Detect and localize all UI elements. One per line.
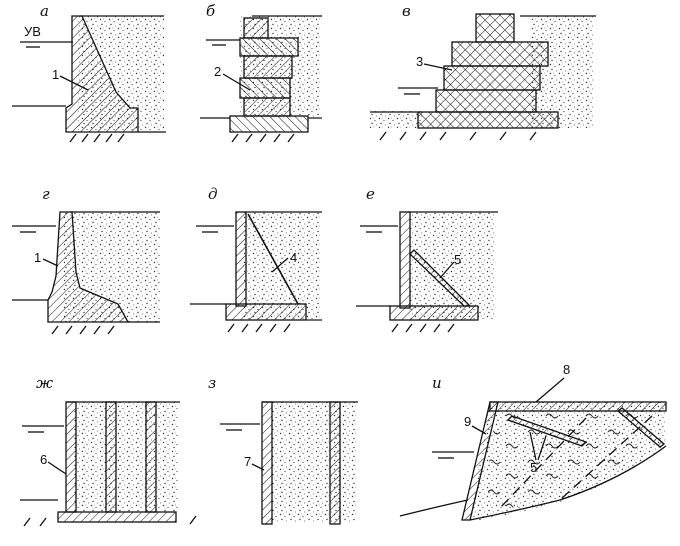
panel-label-i: и [432,374,442,392]
crib-block-3 [443,65,541,91]
panel-label-b: б [206,2,216,20]
panel-e: е 5 [356,185,498,333]
callout-3: 3 [416,54,423,69]
ground-hatching [51,325,115,335]
panel-z: з 7 [208,374,358,525]
block-course-2 [243,55,293,79]
callout-leader [251,463,265,471]
panel-v: в 3 [370,2,596,141]
raking-pile-5 [506,415,588,447]
callout-9: 9 [464,414,471,429]
raking-pile [616,407,666,448]
inner-pile-wall [105,401,117,513]
foundation-slab-e [389,305,479,321]
sheet-pile-wall-7 [261,401,273,525]
backfill-soil-z [272,402,356,522]
panel-label-d: д [208,185,218,203]
callout-leader [222,73,251,91]
callout-leader [471,425,487,435]
ground-hatching [391,323,455,333]
callout-leader [537,435,547,461]
panel-label-a: а [40,2,49,20]
sheet-pile-wall-6 [65,401,77,513]
ground-hatching [227,323,291,333]
block-course [239,37,299,57]
foundation-slab [229,115,309,133]
anchor-pile-wall [329,401,341,525]
crib-block [417,111,559,129]
callout-leader [42,258,59,267]
ground-hatching [231,133,295,143]
callout-7: 7 [244,454,251,469]
callout-5: 5 [454,252,461,267]
callout-1: 1 [34,250,41,265]
wall-face-e [399,211,411,309]
panel-i: и 8 9 5 [399,362,667,521]
callout-1: 1 [52,67,59,82]
callout-leader [439,261,455,279]
panel-label-zh: ж [36,374,53,392]
panel-d: д 4 [190,185,322,333]
relieving-platform-8 [489,401,667,412]
panel-zh: ж 6 [20,374,197,527]
water-level-label: УВ [24,24,41,39]
callout-leader [47,461,67,475]
crib-block [475,13,515,43]
slip-surface-line [497,417,587,511]
foundation-slab-d [225,303,307,321]
ground-hatching [69,133,125,143]
crib-block [451,41,549,67]
panel-b: б 2 [200,2,322,143]
callout-8: 8 [563,362,570,377]
callout-6: 6 [40,452,47,467]
crib-block [435,89,537,113]
block-course [243,17,269,39]
block-course [243,97,291,117]
panel-label-g: г [42,185,50,203]
wall-face-d [235,211,247,307]
front-berm-soil [370,110,424,128]
foundation-slab-zh [57,511,177,523]
callout-leader [423,63,453,71]
callout-4: 4 [290,250,297,265]
anchor-tie-4 [247,213,299,305]
panel-a: а УВ 1 [12,2,166,143]
callout-5: 5 [530,460,537,475]
inner-pile-wall [145,401,157,513]
callout-leader [59,75,89,91]
ground-hatching [23,515,197,527]
panel-label-z: з [208,374,216,392]
gravity-wall-1 [65,15,139,133]
panel-label-e: е [366,185,375,203]
backfill-soil-v [530,16,594,128]
callout-leader [271,257,289,273]
panel-label-v: в [402,2,411,20]
callout-leader [529,431,537,461]
seabed-line [399,499,469,517]
ground-profile [469,445,667,521]
backfill-soil-zh [74,402,178,512]
slip-surface-line [559,415,653,501]
callout-2: 2 [214,64,221,79]
drained-soil-zone [482,412,648,514]
callout-leader [535,377,565,403]
panel-g: г 1 [12,185,160,335]
ground-hatching [379,131,537,141]
